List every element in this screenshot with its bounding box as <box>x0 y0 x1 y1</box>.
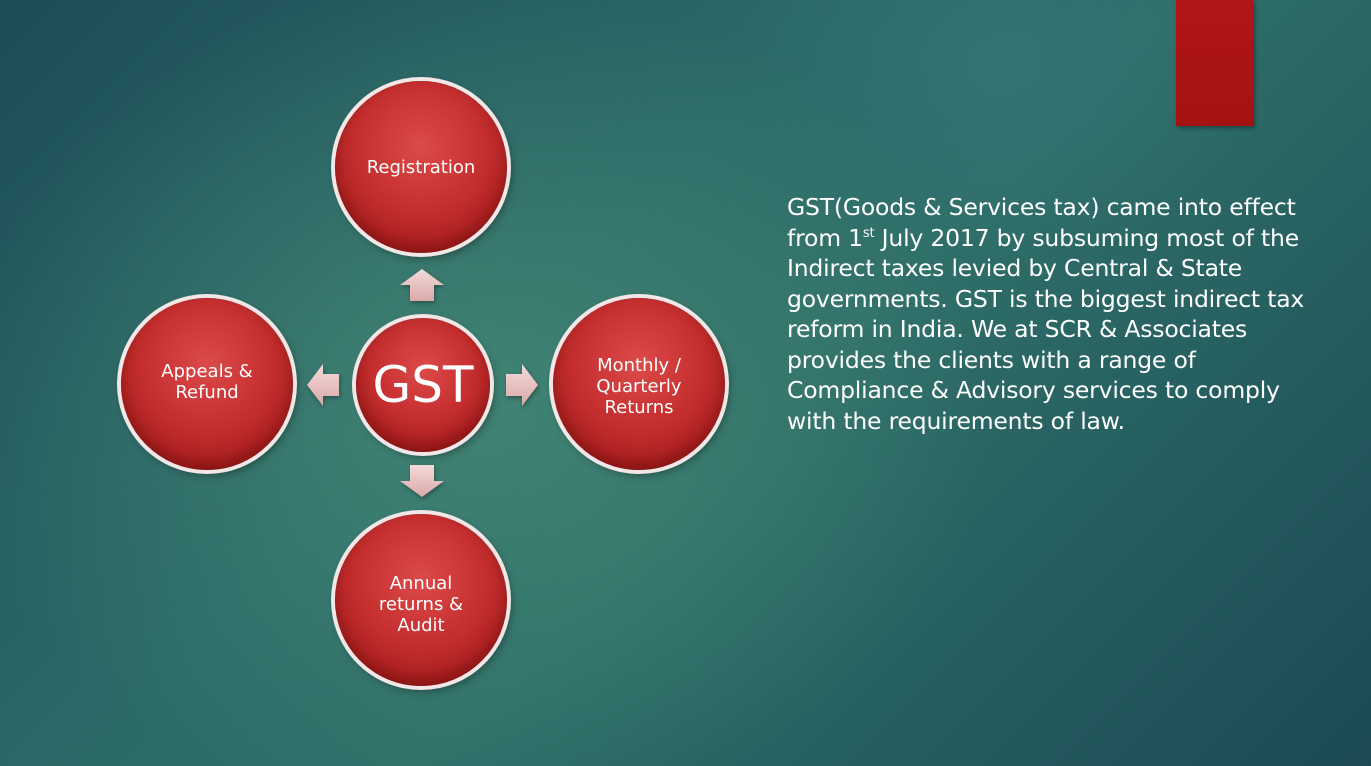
arrow-down-icon <box>400 465 444 497</box>
description-superscript: st <box>862 225 875 241</box>
accent-tab <box>1176 0 1253 126</box>
annual-returns-audit-node: Annual returns & Audit <box>335 514 507 686</box>
appeals-refund-label: Appeals & Refund <box>161 361 253 403</box>
gst-description: GST(Goods & Services tax) came into effe… <box>787 192 1317 436</box>
appeals-refund-node: Appeals & Refund <box>121 298 293 470</box>
arrow-left-icon <box>307 364 339 406</box>
monthly-quarterly-returns-node: Monthly / Quarterly Returns <box>553 298 725 470</box>
monthly-quarterly-returns-label: Monthly / Quarterly Returns <box>596 354 682 418</box>
arrow-up-icon <box>400 269 444 301</box>
annual-returns-audit-label: Annual returns & Audit <box>378 572 464 636</box>
gst-center-node: GST <box>356 318 490 452</box>
description-part-1: GST(Goods & Services tax) came into effe… <box>787 193 1296 252</box>
description-part-2: July 2017 by subsuming most of the Indir… <box>787 223 1305 435</box>
gst-center-label: GST <box>372 356 474 414</box>
registration-label: Registration <box>366 156 476 178</box>
arrow-right-icon <box>506 364 538 406</box>
registration-node: Registration <box>335 81 507 253</box>
